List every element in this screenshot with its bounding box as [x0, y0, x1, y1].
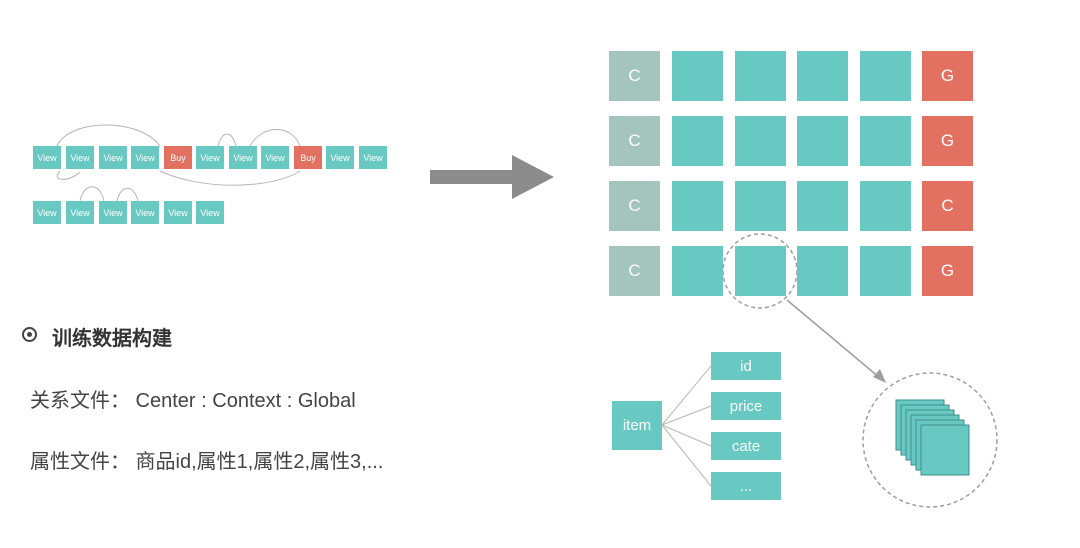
- grid-cell: [860, 181, 911, 231]
- zoom-arrow-line: [786, 299, 881, 379]
- relation-file-line: 关系文件： Center : Context : Global: [30, 390, 356, 412]
- grid-cell: [735, 246, 786, 296]
- sequence-view-chip: View: [164, 201, 192, 224]
- sequence-view-chip: View: [131, 201, 159, 224]
- sequence-arc: [56, 124, 161, 147]
- grid-cell: [797, 246, 848, 296]
- grid-cell: C: [609, 246, 660, 296]
- attribute-node-id: id: [711, 352, 781, 380]
- sequence-buy-chip: Buy: [294, 146, 322, 169]
- attribute-node-price: price: [711, 392, 781, 420]
- sequence-view-chip: View: [131, 146, 159, 169]
- right-arrow-icon: [430, 155, 554, 199]
- grid-cell: C: [922, 181, 973, 231]
- sequence-view-chip: View: [229, 146, 257, 169]
- attribute-node-cate: cate: [711, 432, 781, 460]
- sequence-arc: [159, 170, 301, 186]
- sequence-arc: [116, 187, 139, 202]
- grid-cell: [735, 116, 786, 166]
- sequence-view-chip: View: [359, 146, 387, 169]
- attribute-file-line: 属性文件： 商品id,属性1,属性2,属性3,...: [30, 451, 384, 473]
- grid-cell: [672, 116, 723, 166]
- grid-cell: [797, 51, 848, 101]
- zoom-arrow-head: [873, 369, 886, 383]
- sequence-view-chip: View: [66, 201, 94, 224]
- grid-cell: [735, 181, 786, 231]
- sequence-view-chip: View: [66, 146, 94, 169]
- attribute-node-more: ...: [711, 472, 781, 500]
- sequence-arc: [249, 129, 301, 147]
- sequence-view-chip: View: [99, 201, 127, 224]
- grid-cell: C: [609, 116, 660, 166]
- sequence-view-chip: View: [99, 146, 127, 169]
- section-title: 训练数据构建: [52, 328, 172, 350]
- sequence-arc: [79, 186, 105, 202]
- sequence-view-chip: View: [196, 201, 224, 224]
- grid-cell: [797, 181, 848, 231]
- sequence-view-chip: View: [33, 201, 61, 224]
- grid-cell: C: [609, 181, 660, 231]
- item-node: item: [612, 401, 662, 450]
- grid-cell: [672, 51, 723, 101]
- stack-circle: [862, 372, 998, 508]
- tree-line: [661, 424, 712, 447]
- stacked-squares-icon: [895, 399, 970, 476]
- sequence-buy-chip: Buy: [164, 146, 192, 169]
- grid-cell: [672, 181, 723, 231]
- grid-cell: [860, 246, 911, 296]
- sequence-arc: [217, 133, 237, 147]
- grid-cell: G: [922, 246, 973, 296]
- sequence-view-chip: View: [33, 146, 61, 169]
- tree-line: [661, 405, 712, 426]
- tree-line: [661, 424, 712, 487]
- grid-cell: G: [922, 51, 973, 101]
- grid-cell: [672, 246, 723, 296]
- grid-cell: [735, 51, 786, 101]
- tree-line: [661, 365, 712, 426]
- grid-cell: C: [609, 51, 660, 101]
- sequence-arc: [57, 170, 81, 180]
- grid-cell: [860, 116, 911, 166]
- sequence-view-chip: View: [261, 146, 289, 169]
- radio-bullet-icon: [22, 327, 37, 342]
- sequence-view-chip: View: [326, 146, 354, 169]
- sequence-view-chip: View: [196, 146, 224, 169]
- grid-cell: G: [922, 116, 973, 166]
- grid-cell: [797, 116, 848, 166]
- grid-cell: [860, 51, 911, 101]
